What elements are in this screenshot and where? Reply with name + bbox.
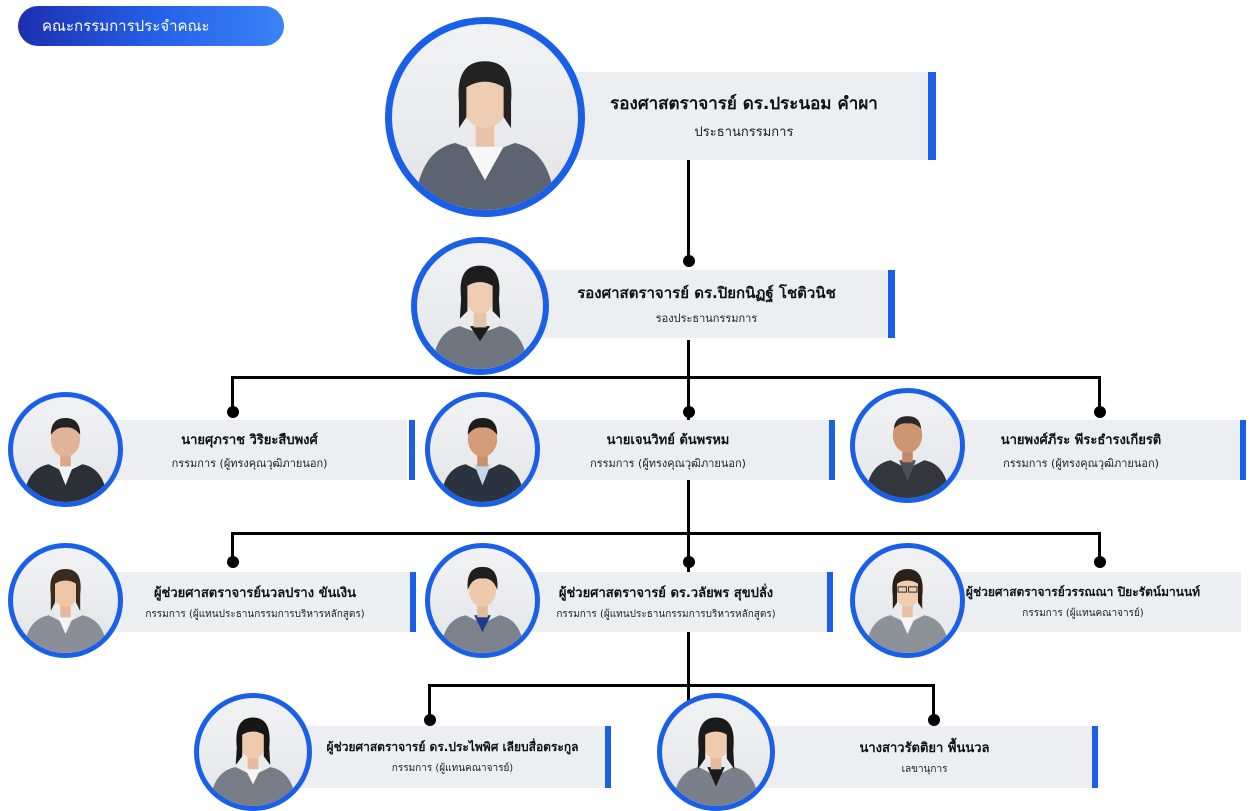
connector-node-row3-left bbox=[424, 714, 436, 726]
accent-bar bbox=[888, 270, 895, 338]
connector-row2-left bbox=[231, 532, 234, 562]
connector-row3-left bbox=[428, 684, 431, 718]
member-name: ผู้ช่วยศาสตราจารย์นวลปราง ขันเงิน bbox=[153, 586, 357, 601]
page-title-pill: คณะกรรมการประจำคณะ bbox=[18, 6, 284, 46]
member-name: ผู้ช่วยศาสตราจารย์ ดร.วลัยพร สุขปลั่ง bbox=[558, 586, 774, 601]
member-role: กรรมการ (ผู้แทนคณาจารย์) bbox=[391, 763, 514, 774]
accent-bar bbox=[409, 420, 415, 480]
member-card: นายศุภราช วิริยะสืบพงศ์ กรรมการ (ผู้ทรงค… bbox=[92, 420, 407, 480]
connector-row3-bus bbox=[428, 684, 935, 687]
accent-bar bbox=[829, 420, 835, 480]
accent-bar bbox=[605, 726, 611, 788]
member-role: ประธานกรรมการ bbox=[694, 125, 794, 140]
member-card: รองศาสตราจารย์ ดร.ประนอม คำผา ประธานกรรม… bbox=[560, 72, 928, 160]
connector-node-row1-center bbox=[683, 406, 695, 418]
connector-node-chair-vice bbox=[683, 255, 695, 267]
connector-node-row3-right bbox=[928, 714, 940, 726]
connector-node-row2-right bbox=[1094, 556, 1106, 568]
member-photo bbox=[850, 543, 965, 658]
connector-node-row2-center bbox=[683, 556, 695, 568]
connector-row2-right bbox=[1098, 532, 1101, 562]
member-photo bbox=[194, 693, 312, 811]
member-photo bbox=[850, 388, 965, 503]
member-name: ผู้ช่วยศาสตราจารย์ ดร.ประไพพิศ เลียบสื่อ… bbox=[326, 740, 579, 754]
member-name: รองศาสตราจารย์ ดร.ปิยกนิฏฐ์ โชติวนิช bbox=[577, 284, 836, 302]
connector-row1-bus bbox=[231, 376, 1101, 379]
member-card: ผู้ช่วยศาสตราจารย์ ดร.ประไพพิศ เลียบสื่อ… bbox=[300, 726, 605, 788]
connector-vice-trunk bbox=[687, 340, 690, 740]
member-card: ผู้ช่วยศาสตราจารย์ ดร.วลัยพร สุขปลั่ง กร… bbox=[505, 572, 827, 632]
member-name: ผู้ช่วยศาสตราจารย์วรรณณา ปิยะรัตน์มานนท์ bbox=[965, 585, 1201, 599]
member-role: รองประธานกรรมการ bbox=[655, 312, 758, 325]
member-photo bbox=[425, 543, 540, 658]
member-photo bbox=[411, 237, 549, 375]
connector-chair-to-vice bbox=[687, 140, 690, 260]
member-name: นางสาวรัตติยา พื้นนวล bbox=[859, 741, 990, 756]
member-card: นายพงศ์ภีระ พีระธำรงเกียรติ กรรมการ (ผู้… bbox=[922, 420, 1240, 480]
member-role: เลขานุการ bbox=[901, 764, 948, 775]
member-name: นายเจนวิทย์ ต้นพรหม bbox=[606, 432, 730, 448]
connector-row2-bus bbox=[231, 532, 1101, 535]
member-photo bbox=[425, 392, 540, 507]
connector-node-row2-left bbox=[227, 556, 239, 568]
member-role: กรรมการ (ผู้ทรงคุณวุฒิภายนอก) bbox=[590, 456, 746, 470]
member-role: กรรมการ (ผู้แทนประธานกรรมการบริหารหลักสู… bbox=[556, 609, 776, 620]
member-photo bbox=[657, 693, 775, 811]
member-name: รองศาสตราจารย์ ดร.ประนอม คำผา bbox=[610, 94, 878, 114]
member-card: ผู้ช่วยศาสตราจารย์นวลปราง ขันเงิน กรรมกา… bbox=[100, 572, 410, 632]
connector-row1-right bbox=[1098, 376, 1101, 412]
accent-bar bbox=[1240, 420, 1246, 480]
accent-bar bbox=[827, 572, 833, 632]
connector-node-row1-right bbox=[1094, 406, 1106, 418]
member-photo bbox=[8, 543, 123, 658]
member-name: นายศุภราช วิริยะสืบพงศ์ bbox=[181, 432, 318, 448]
member-card: รองศาสตราจารย์ ดร.ปิยกนิฏฐ์ โชติวนิช รอง… bbox=[525, 270, 888, 338]
member-card: ผู้ช่วยศาสตราจารย์วรรณณา ปิยะรัตน์มานนท์… bbox=[925, 572, 1241, 632]
member-photo bbox=[8, 392, 123, 507]
connector-row3-right bbox=[932, 684, 935, 718]
accent-bar bbox=[928, 72, 936, 160]
accent-bar bbox=[410, 572, 416, 632]
member-card: นายเจนวิทย์ ต้นพรหม กรรมการ (ผู้ทรงคุณวุ… bbox=[507, 420, 829, 480]
connector-row1-left bbox=[231, 376, 234, 412]
member-card: นางสาวรัตติยา พื้นนวล เลขานุการ bbox=[757, 726, 1092, 788]
connector-node-row1-left bbox=[227, 406, 239, 418]
member-name: นายพงศ์ภีระ พีระธำรงเกียรติ bbox=[1000, 432, 1162, 448]
member-role: กรรมการ (ผู้แทนประธานกรรมการบริหารหลักสู… bbox=[145, 609, 365, 620]
accent-bar bbox=[1092, 726, 1098, 788]
member-role: กรรมการ (ผู้ทรงคุณวุฒิภายนอก) bbox=[171, 456, 328, 470]
member-role: กรรมการ (ผู้ทรงคุณวุฒิภายนอก) bbox=[1003, 456, 1159, 470]
member-photo bbox=[385, 17, 585, 217]
page-title: คณะกรรมการประจำคณะ bbox=[42, 17, 210, 35]
member-role: กรรมการ (ผู้แทนคณาจารย์) bbox=[1022, 608, 1144, 619]
